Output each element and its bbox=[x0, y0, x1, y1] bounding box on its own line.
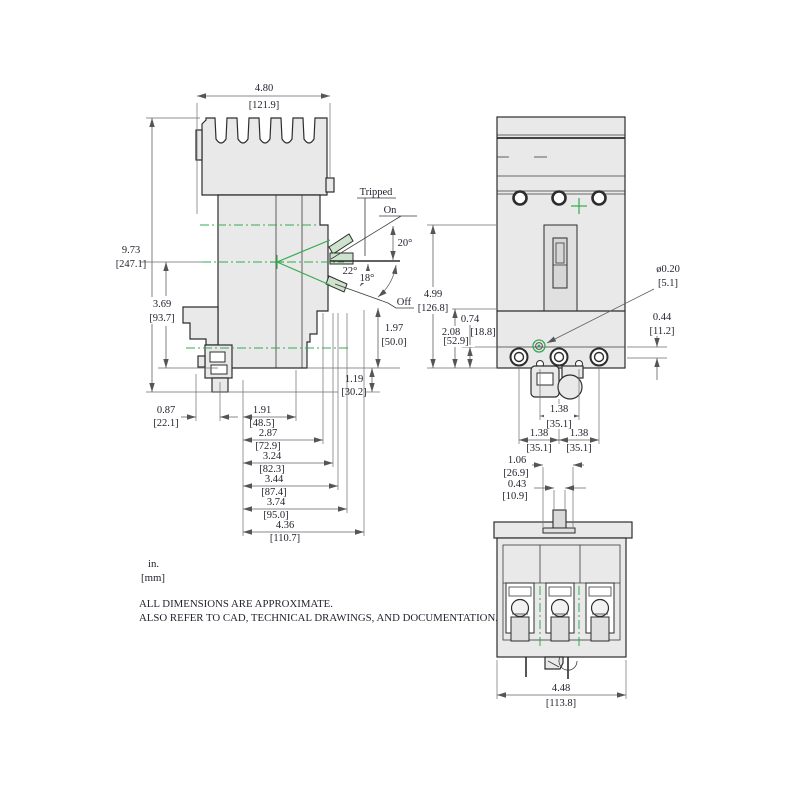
dim-foot-mm: [22.1] bbox=[153, 418, 178, 429]
dim-right-offset-in: 0.44 bbox=[653, 312, 672, 323]
dim-pole-pitch-left-mm: [35.1] bbox=[526, 443, 551, 454]
handle-stub-off bbox=[325, 275, 348, 293]
side-left-tab bbox=[195, 129, 203, 161]
side-view bbox=[140, 117, 354, 393]
dim-pole-pitch bbox=[518, 367, 600, 444]
dim-handle-width-in: 0.43 bbox=[508, 479, 526, 490]
side-jaw-stub bbox=[197, 355, 206, 368]
label-off: Off bbox=[397, 297, 412, 308]
dim-center-base-mm: [93.7] bbox=[149, 313, 174, 324]
reference-hole bbox=[532, 339, 546, 353]
dim-lower-mm: [52.9] bbox=[443, 336, 468, 347]
dim-center-base-in: 3.69 bbox=[153, 299, 171, 310]
pole-cavity-left bbox=[505, 582, 535, 642]
dim-base-jaw-in: 1.19 bbox=[345, 374, 363, 385]
angle-off-overtravel: 18° bbox=[360, 273, 375, 284]
dim-center-to-base bbox=[158, 262, 400, 369]
front-center-cross bbox=[571, 198, 587, 214]
dim-hole-pitch-mm: [35.1] bbox=[546, 419, 571, 430]
dim-right-offset-mm: [11.2] bbox=[650, 326, 675, 337]
dim-hole-dia-leader bbox=[546, 288, 655, 344]
dim-terminal-mm: [18.8] bbox=[470, 327, 495, 338]
dim-chain-4-mm: [87.4] bbox=[261, 487, 286, 498]
dim-handle-base-mm: [26.9] bbox=[503, 468, 528, 479]
bottom-jaw-hardware bbox=[525, 656, 578, 679]
dim-hole-dia-mm: [5.1] bbox=[658, 278, 678, 289]
dim-terminal-in: 0.74 bbox=[461, 314, 480, 325]
dim-foot-in: 0.87 bbox=[157, 405, 175, 416]
side-fin-block bbox=[201, 117, 328, 196]
front-view bbox=[496, 116, 626, 400]
dim-front-height-in: 4.99 bbox=[424, 289, 442, 300]
dim-lower-in: 2.08 bbox=[442, 327, 460, 338]
mounting-screw-right bbox=[591, 190, 607, 206]
dim-side-height bbox=[146, 117, 380, 393]
label-on: On bbox=[384, 205, 398, 216]
dim-bottom-width-in: 4.48 bbox=[552, 683, 570, 694]
dim-bottom-width-mm: [113.8] bbox=[546, 698, 576, 709]
dim-pole-pitch-left-in: 1.38 bbox=[530, 428, 548, 439]
note-line-1: ALL DIMENSIONS ARE APPROXIMATE. bbox=[139, 598, 333, 610]
side-mounting-foot bbox=[182, 306, 219, 346]
angle-on-tripped: 20° bbox=[398, 238, 413, 249]
units-mm: [mm] bbox=[141, 572, 165, 584]
bottom-handle-base bbox=[542, 527, 576, 534]
dim-chain-3-mm: [82.3] bbox=[259, 464, 284, 475]
dim-chain-5-in: 3.74 bbox=[267, 497, 286, 508]
note-line-2: ALSO REFER TO CAD, TECHNICAL DRAWINGS, A… bbox=[139, 612, 498, 624]
pole-cavity-right bbox=[585, 582, 615, 642]
pole-cavity-center bbox=[545, 582, 575, 642]
dim-side-height-in: 9.73 bbox=[122, 245, 140, 256]
dim-side-width-mm: [121.9] bbox=[249, 100, 280, 111]
units-inches: in. bbox=[148, 558, 159, 570]
dim-off-base-mm: [50.0] bbox=[381, 337, 406, 348]
dim-terminal-height bbox=[462, 346, 497, 368]
dim-side-width bbox=[196, 93, 331, 214]
side-case bbox=[217, 194, 329, 369]
dim-hole-pitch-in: 1.38 bbox=[550, 404, 568, 415]
dim-pole-pitch-right-in: 1.38 bbox=[570, 428, 588, 439]
dim-chain-4-in: 3.44 bbox=[265, 474, 284, 485]
notes-block: in. [mm] ALL DIMENSIONS ARE APPROXIMATE.… bbox=[139, 558, 498, 624]
dim-chain-6-in: 4.36 bbox=[276, 520, 294, 531]
side-centerlines bbox=[140, 224, 348, 349]
dim-chain-2-mm: [72.9] bbox=[255, 441, 280, 452]
dim-chain-6-mm: [110.7] bbox=[270, 533, 300, 544]
dim-foot-depth bbox=[181, 374, 238, 421]
dim-handle-base-in: 1.06 bbox=[508, 455, 526, 466]
dim-chain bbox=[242, 310, 365, 536]
mounting-screw-center bbox=[551, 190, 567, 206]
bottom-view bbox=[493, 509, 633, 679]
bottom-handle-stub bbox=[552, 509, 567, 529]
dim-hole-dia-in: ø0.20 bbox=[656, 264, 680, 275]
dim-handle-base-width bbox=[532, 462, 584, 527]
dim-side-width-in: 4.80 bbox=[255, 83, 273, 94]
dim-off-base-in: 1.97 bbox=[385, 323, 403, 334]
dim-handle-width-mm: [10.9] bbox=[502, 491, 527, 502]
dimension-texts: 4.80 [121.9] 9.73 [247.1] 3.69 [93.7] 0.… bbox=[116, 83, 680, 709]
dim-base-jaw-mm: [30.2] bbox=[341, 387, 366, 398]
dim-side-height-mm: [247.1] bbox=[116, 259, 147, 270]
side-right-tab bbox=[325, 177, 335, 193]
dim-front-height-mm: [126.8] bbox=[418, 303, 449, 314]
dim-pole-pitch-right-mm: [35.1] bbox=[566, 443, 591, 454]
angle-tripped-off: 22° bbox=[343, 266, 358, 277]
dim-handle-width bbox=[534, 485, 586, 509]
dim-chain-1-mm: [48.5] bbox=[249, 418, 274, 429]
front-jaw-hardware bbox=[530, 365, 584, 400]
dim-chain-5-mm: [95.0] bbox=[263, 510, 288, 521]
dim-chain-2-in: 2.87 bbox=[259, 428, 277, 439]
dim-right-offset bbox=[627, 336, 667, 380]
handle-stub-on bbox=[328, 233, 354, 255]
dim-chain-1-in: 1.91 bbox=[253, 405, 271, 416]
mounting-screw-left bbox=[512, 190, 528, 206]
label-tripped: Tripped bbox=[360, 187, 394, 198]
dim-chain-3-in: 3.24 bbox=[263, 451, 282, 462]
terminal-screws bbox=[509, 347, 609, 367]
dim-bottom-width bbox=[496, 660, 627, 699]
